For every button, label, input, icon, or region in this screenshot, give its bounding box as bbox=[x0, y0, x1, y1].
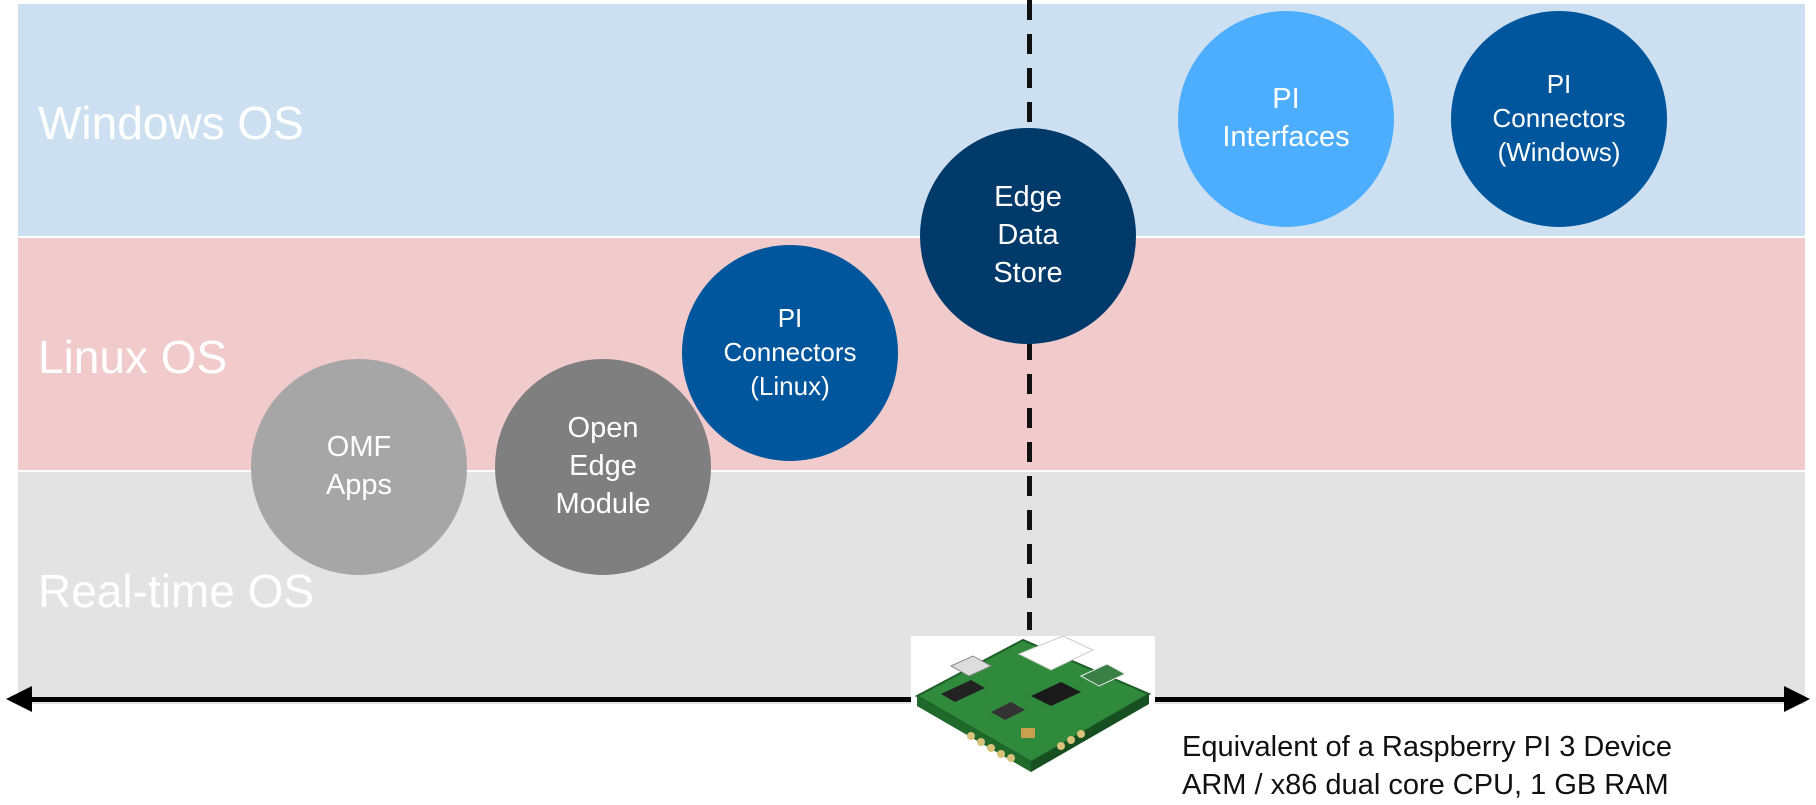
pi-connectors-linux-line-2: Connectors bbox=[723, 337, 857, 368]
device-caption-line-1: Equivalent of a Raspberry PI 3 Device bbox=[1182, 731, 1673, 763]
pi-connectors-windows-line-2: Connectors bbox=[1492, 103, 1626, 134]
pi-interfaces-circle: PI Interfaces bbox=[1178, 11, 1394, 227]
pi-interfaces-line-2: Interfaces bbox=[1222, 121, 1350, 153]
device-caption: Equivalent of a Raspberry PI 3 Device AR… bbox=[1182, 728, 1672, 805]
circuit-board-icon bbox=[911, 635, 1155, 776]
open-edge-module-circle: Open Edge Module bbox=[495, 359, 711, 575]
pi-connectors-windows-line-1: PI bbox=[1546, 69, 1572, 100]
pi-connectors-windows-circle: PI Connectors (Windows) bbox=[1451, 11, 1667, 227]
edge-data-store-line-1: Edge bbox=[994, 181, 1062, 214]
windows-os-label: Windows OS bbox=[38, 97, 304, 149]
open-edge-module-line-2: Edge bbox=[569, 450, 637, 483]
omf-apps-circle: OMF Apps bbox=[251, 359, 467, 575]
linux-os-label: Linux OS bbox=[38, 331, 228, 383]
pi-interfaces-line-1: PI bbox=[1272, 83, 1300, 116]
edge-data-store-line-3: Store bbox=[993, 256, 1063, 289]
omf-apps-line-1: OMF bbox=[326, 431, 392, 464]
realtime-os-label: Real-time OS bbox=[38, 565, 315, 617]
pi-connectors-linux-line-1: PI bbox=[777, 303, 803, 334]
pi-connectors-linux-circle: PI Connectors (Linux) bbox=[682, 245, 898, 461]
omf-apps-line-2: Apps bbox=[325, 469, 393, 501]
device-caption-line-2: ARM / x86 dual core CPU, 1 GB RAM bbox=[1182, 769, 1669, 802]
right-arrow-head-icon bbox=[1784, 686, 1810, 712]
edge-data-store-circle: Edge Data Store bbox=[920, 128, 1136, 344]
open-edge-module-line-3: Module bbox=[555, 487, 651, 520]
horizontal-axis-line bbox=[22, 697, 1792, 702]
pi-connectors-windows-line-3: (Windows) bbox=[1497, 136, 1621, 167]
edge-data-store-line-2: Data bbox=[997, 219, 1059, 252]
left-arrow-head-icon bbox=[6, 686, 32, 712]
pi-connectors-linux-line-3: (Linux) bbox=[750, 370, 830, 401]
open-edge-module-line-1: Open bbox=[567, 412, 639, 445]
